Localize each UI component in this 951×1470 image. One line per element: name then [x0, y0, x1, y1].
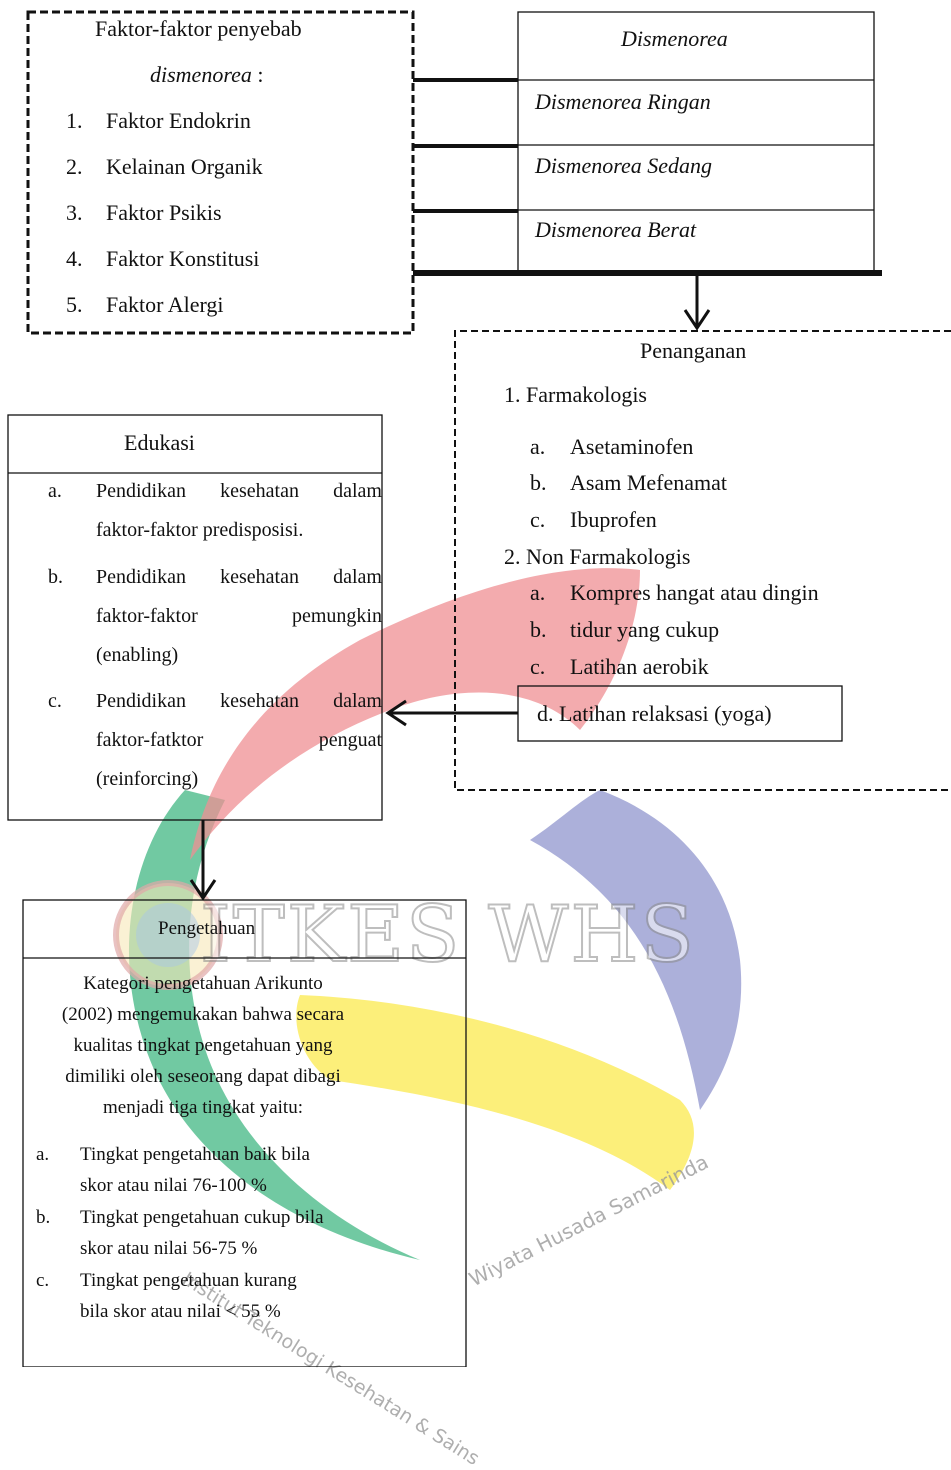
watermark-red-swoosh: [190, 568, 640, 860]
dysmenorrhea-header: Dismenorea: [621, 26, 728, 51]
treatment-nonpharma-label: 2. Non Farmakologis: [504, 544, 691, 569]
knowledge-item-c-letter: c.: [36, 1270, 50, 1291]
education-item-a-line2: faktor-faktor predisposisi.: [96, 519, 304, 541]
education-title: Edukasi: [124, 430, 195, 455]
treatment-pharma-item-c: c.Ibuprofen: [530, 507, 657, 532]
causes-item-2: 2.Kelainan Organik: [66, 154, 263, 179]
treatment-yoga: d. Latihan relaksasi (yoga): [537, 701, 772, 726]
knowledge-intro: Kategori pengetahuan Arikunto (2002) men…: [23, 968, 383, 1123]
knowledge-box: [22, 899, 467, 1367]
knowledge-item-a-letter: a.: [36, 1144, 50, 1165]
dysmenorrhea-level-severe: Dismenorea Berat: [535, 217, 697, 242]
education-box: [7, 414, 383, 821]
treatment-pharma-item-b: b.Asam Mefenamat: [530, 470, 727, 495]
watermark-green-swoosh: [128, 790, 420, 1260]
education-item-c-letter: c.: [48, 690, 62, 712]
education-item-c-line3: (reinforcing): [96, 768, 199, 790]
knowledge-item-a-line2: skor atau nilai 76-100 %: [80, 1175, 267, 1196]
watermark-yellow-swoosh: [296, 995, 694, 1190]
treatment-nonpharma-item-b: b.tidur yang cukup: [530, 617, 720, 642]
knowledge-item-c-line2: bila skor atau nilai < 55 %: [80, 1301, 281, 1322]
diagram-lines: [7, 10, 951, 1367]
watermark-logo: [113, 568, 742, 1260]
knowledge-intro-line-3: kualitas tingkat pengetahuan yang: [73, 1035, 333, 1056]
watermark-title: ITKES WHS: [199, 889, 696, 981]
dysmenorrhea-level-moderate: Dismenorea Sedang: [535, 153, 712, 178]
education-item-b-letter: b.: [48, 566, 63, 588]
knowledge-item-c-line1: Tingkat pengetahuan kurang: [80, 1270, 297, 1291]
knowledge-title: Pengetahuan: [158, 918, 256, 939]
knowledge-item-b-line2: skor atau nilai 56-75 %: [80, 1238, 258, 1259]
treatment-pharma-item-a: a.Asetaminofen: [530, 434, 694, 459]
education-item-a-letter: a.: [48, 480, 62, 502]
treatment-nonpharma-item-a: a.Kompres hangat atau dingin: [530, 580, 819, 605]
knowledge-intro-line-5: menjadi tiga tingkat yaitu:: [103, 1097, 303, 1118]
causes-item-3: 3.Faktor Psikis: [66, 200, 222, 225]
causes-title: Faktor-faktor penyebab: [95, 16, 302, 41]
watermark-blue-swoosh: [530, 790, 742, 1110]
knowledge-item-b-letter: b.: [36, 1207, 51, 1228]
dysmenorrhea-level-mild: Dismenorea Ringan: [535, 89, 711, 114]
treatment-title: Penanganan: [640, 338, 747, 363]
causes-box: [26, 10, 415, 335]
treatment-nonpharma-item-c: c.Latihan aerobik: [530, 654, 709, 679]
causes-item-4: 4.Faktor Konstitusi: [66, 246, 260, 271]
treatment-box: [454, 330, 951, 791]
knowledge-item-b-line1: Tingkat pengetahuan cukup bila: [80, 1207, 324, 1228]
causes-item-1: 1.Faktor Endokrin: [66, 108, 251, 133]
education-item-b-line3: (enabling): [96, 644, 179, 666]
knowledge-intro-line-4: dimiliki oleh seseorang dapat dibagi: [65, 1066, 341, 1087]
treatment-pharma-label: 1. Farmakologis: [504, 382, 647, 407]
knowledge-item-a-line1: Tingkat pengetahuan baik bila: [80, 1144, 310, 1165]
knowledge-intro-line-1: Kategori pengetahuan Arikunto: [83, 973, 323, 994]
knowledge-intro-line-2: (2002) mengemukakan bahwa secara: [61, 1004, 345, 1025]
causes-subtitle: dismenorea :: [150, 62, 264, 87]
causes-item-5: 5.Faktor Alergi: [66, 292, 224, 317]
